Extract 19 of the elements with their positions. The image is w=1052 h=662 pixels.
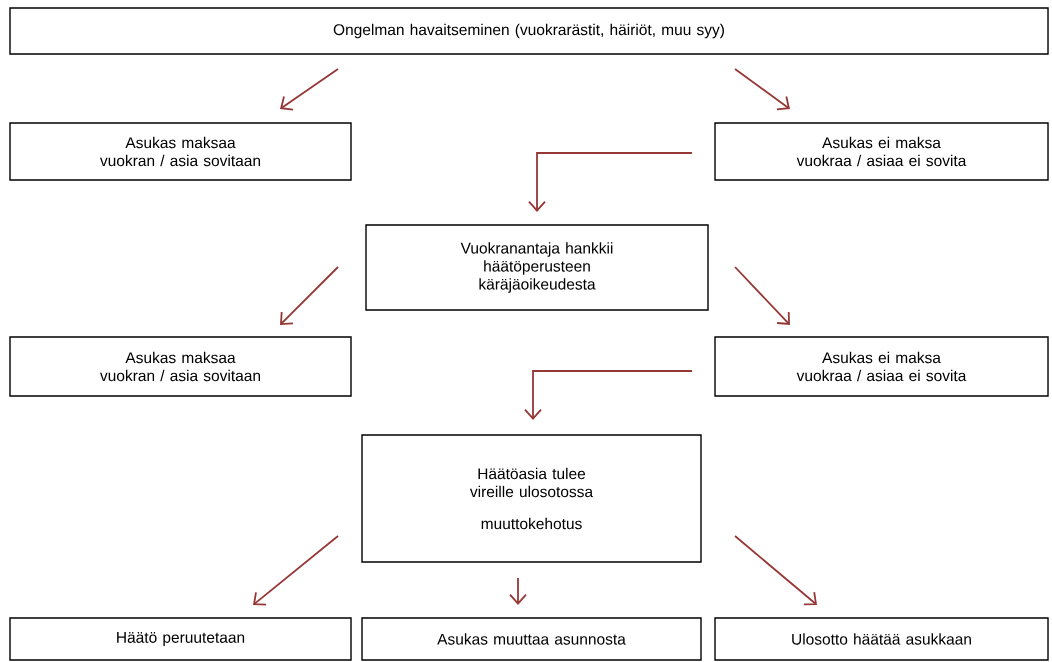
process-box: Ulosotto häätää asukkaan bbox=[714, 617, 1049, 661]
process-box: Ongelman havaitseminen (vuokrarästit, häiriöt, muu syy) bbox=[9, 7, 1049, 55]
process-box: Asukas ei maksa vuokraa / asiaa ei sovita bbox=[714, 336, 1049, 397]
arrow bbox=[528, 152, 693, 212]
arrow bbox=[734, 535, 817, 606]
process-box: Asukas maksaa vuokran / asia sovitaan bbox=[9, 336, 352, 397]
process-box: Asukas muuttaa asunnosta bbox=[361, 617, 702, 661]
process-box: Asukas ei maksa vuokraa / asiaa ei sovita bbox=[714, 122, 1049, 181]
arrow bbox=[280, 68, 339, 111]
process-box: Vuokranantaja hankkii häätöperusteen käräjäoikeudesta bbox=[365, 224, 709, 311]
arrow bbox=[734, 68, 790, 111]
arrow bbox=[524, 370, 693, 420]
arrow bbox=[280, 266, 339, 325]
process-box: Häätö peruutetaan bbox=[9, 617, 352, 661]
process-box: Häätöasia tulee vireille ulosotossa muuttokehotus bbox=[361, 434, 702, 563]
process-box: Asukas maksaa vuokran / asia sovitaan bbox=[9, 122, 352, 181]
arrow bbox=[509, 577, 527, 605]
arrow bbox=[734, 266, 790, 325]
arrow bbox=[253, 535, 339, 606]
